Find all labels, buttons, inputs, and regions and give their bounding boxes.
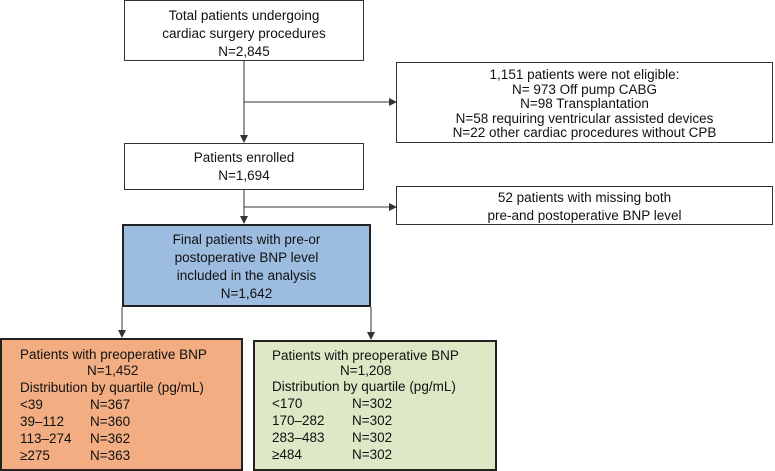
missing-bnp-box: 52 patients with missing both pre-and po… [396, 186, 773, 225]
total-line-1: Total patients undergoing [168, 8, 320, 23]
preop-q3-range: 113–274 [20, 431, 72, 446]
second-bnp-box: Patients with preoperative BNP N=1,208 D… [253, 340, 497, 471]
final-line-1: Final patients with pre-or [172, 232, 321, 247]
postop-subtitle: Distribution by quartile (pg/mL) [272, 379, 456, 394]
not-eligible-box: 1,151 patients were not eligible: N= 973… [396, 62, 773, 143]
not-eligible-line-3: N=98 Transplantation [520, 96, 649, 111]
patients-enrolled-box: Patients enrolled N=1,694 [124, 143, 364, 190]
final-line-3: included in the analysis [176, 268, 317, 283]
preop-bnp-box: Patients with preoperative BNP N=1,452 D… [0, 338, 243, 471]
not-eligible-line-2: N= 973 Off pump CABG [512, 81, 657, 97]
not-eligible-line-4: N=58 requiring ventricular assisted devi… [455, 110, 714, 126]
enrolled-label: Patients enrolled [193, 150, 295, 165]
enrolled-count: N=1,694 [218, 168, 270, 183]
total-count: N=2,845 [218, 44, 270, 59]
preop-count: N=1,452 [87, 363, 139, 378]
postop-q4-n: N=302 [352, 447, 393, 462]
preop-title: Patients with preoperative BNP [20, 347, 207, 362]
preop-q2-n: N=360 [90, 414, 131, 429]
preop-q1-range: <39 [20, 397, 43, 412]
preop-q1-n: N=367 [90, 397, 131, 412]
not-eligible-line-1: 1,151 patients were not eligible: [489, 67, 680, 82]
preop-q2-range: 39–112 [20, 414, 65, 429]
preop-q4-n: N=363 [90, 448, 131, 463]
postop-count: N=1,208 [340, 363, 392, 378]
missing-line-2: pre-and postoperative BNP level [487, 208, 682, 223]
total-line-2: cardiac surgery procedures [162, 26, 326, 41]
final-line-2: postoperative BNP level [174, 250, 319, 265]
missing-line-1: 52 patients with missing both [497, 190, 672, 205]
postop-q3-n: N=302 [352, 430, 393, 445]
not-eligible-line-5: N=22 other cardiac procedures without CP… [452, 125, 717, 140]
preop-subtitle: Distribution by quartile (pg/mL) [20, 380, 204, 395]
preop-q3-n: N=362 [90, 431, 131, 446]
final-count: N=1,642 [220, 286, 273, 301]
postop-q4-range: ≥484 [272, 447, 302, 462]
postop-q2-range: 170–282 [272, 413, 325, 428]
total-patients-box: Total patients undergoing cardiac surger… [124, 0, 364, 61]
preop-q4-range: ≥275 [20, 448, 50, 463]
postop-q1-range: <170 [272, 396, 303, 411]
final-patients-box: Final patients with pre-or postoperative… [122, 224, 371, 307]
postop-q1-n: N=302 [352, 396, 393, 411]
postop-q2-n: N=302 [352, 413, 393, 428]
postop-q3-range: 283–483 [272, 430, 325, 445]
postop-title: Patients with preoperative BNP [272, 348, 459, 363]
